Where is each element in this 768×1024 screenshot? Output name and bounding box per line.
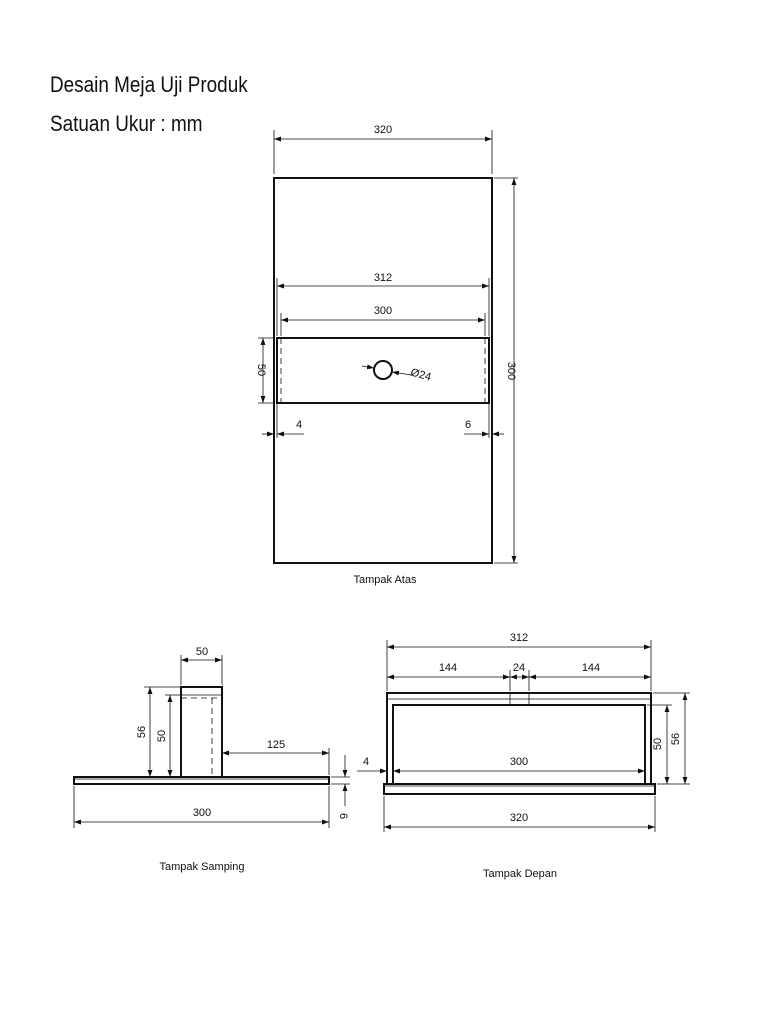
dim-label: 300 — [510, 756, 528, 768]
base-plate — [73, 776, 330, 785]
dim-label: 24 — [513, 662, 525, 674]
dim-label: 6 — [337, 813, 349, 819]
dim-label: 300 — [505, 362, 517, 380]
slot-outline — [276, 337, 490, 404]
dim-label: 312 — [374, 272, 392, 284]
dim-label: 144 — [439, 662, 457, 674]
top-view: 320 312 300 50 300 — [255, 124, 518, 586]
dim-side-height-50: 50 — [156, 694, 180, 777]
dim-side-56: 56 — [136, 686, 180, 778]
dim-front-56: 56 — [653, 692, 690, 785]
dim-side-50: 50 — [180, 646, 223, 685]
dim-label: 50 — [652, 738, 664, 750]
dim-label: 312 — [510, 632, 528, 644]
dim-label: 4 — [363, 756, 369, 768]
dim-label: 320 — [374, 124, 392, 136]
dim-front-144-24-144: 144 24 144 — [387, 662, 651, 691]
front-frame — [386, 692, 652, 784]
dim-label: 50 — [156, 730, 168, 742]
top-view-caption: Tampak Atas — [354, 574, 417, 586]
dim-label: 56 — [136, 726, 148, 738]
dim-label: 320 — [510, 812, 528, 824]
dim-top-312: 312 — [276, 272, 490, 336]
dim-label: 4 — [296, 419, 302, 431]
front-base-plate — [383, 783, 656, 795]
dim-label: 300 — [193, 807, 211, 819]
drawing-units: Satuan Ukur : mm — [50, 111, 203, 136]
dim-side-125: 125 — [222, 739, 330, 775]
dim-front-50: 50 — [647, 704, 672, 785]
hole-circle — [373, 360, 393, 380]
dim-label: 144 — [582, 662, 600, 674]
dim-side-6: 6 — [331, 755, 350, 819]
dim-label: 56 — [670, 733, 682, 745]
dim-top-slot-50: 50 — [255, 337, 275, 404]
dim-label: 125 — [267, 739, 285, 751]
side-view: 50 56 50 125 300 — [73, 646, 350, 873]
dim-label: 50 — [196, 646, 208, 658]
dim-front-4-300: 4 300 — [357, 756, 645, 774]
front-view-caption: Tampak Depan — [483, 868, 557, 880]
dim-label: 300 — [374, 305, 392, 317]
dim-label: Ø24 — [409, 367, 432, 384]
dim-label: 6 — [465, 419, 471, 431]
dim-top-300: 300 — [280, 305, 486, 336]
dim-top-gap-6: 6 — [464, 403, 504, 438]
dim-top-height-300: 300 — [494, 177, 518, 564]
dim-front-312: 312 — [386, 632, 652, 691]
drawing-title: Desain Meja Uji Produk — [50, 72, 248, 97]
dim-top-gap-4: 4 — [262, 403, 304, 438]
post — [180, 686, 223, 778]
dim-front-320: 320 — [383, 796, 656, 832]
dim-side-300: 300 — [73, 786, 330, 828]
dim-label: 50 — [255, 364, 267, 376]
dim-top-hole: Ø24 — [361, 364, 432, 384]
front-view: 312 144 24 144 50 56 — [357, 632, 690, 880]
dim-top-320: 320 — [273, 124, 493, 174]
side-view-caption: Tampak Samping — [160, 861, 245, 873]
table-top-outline — [273, 177, 493, 564]
